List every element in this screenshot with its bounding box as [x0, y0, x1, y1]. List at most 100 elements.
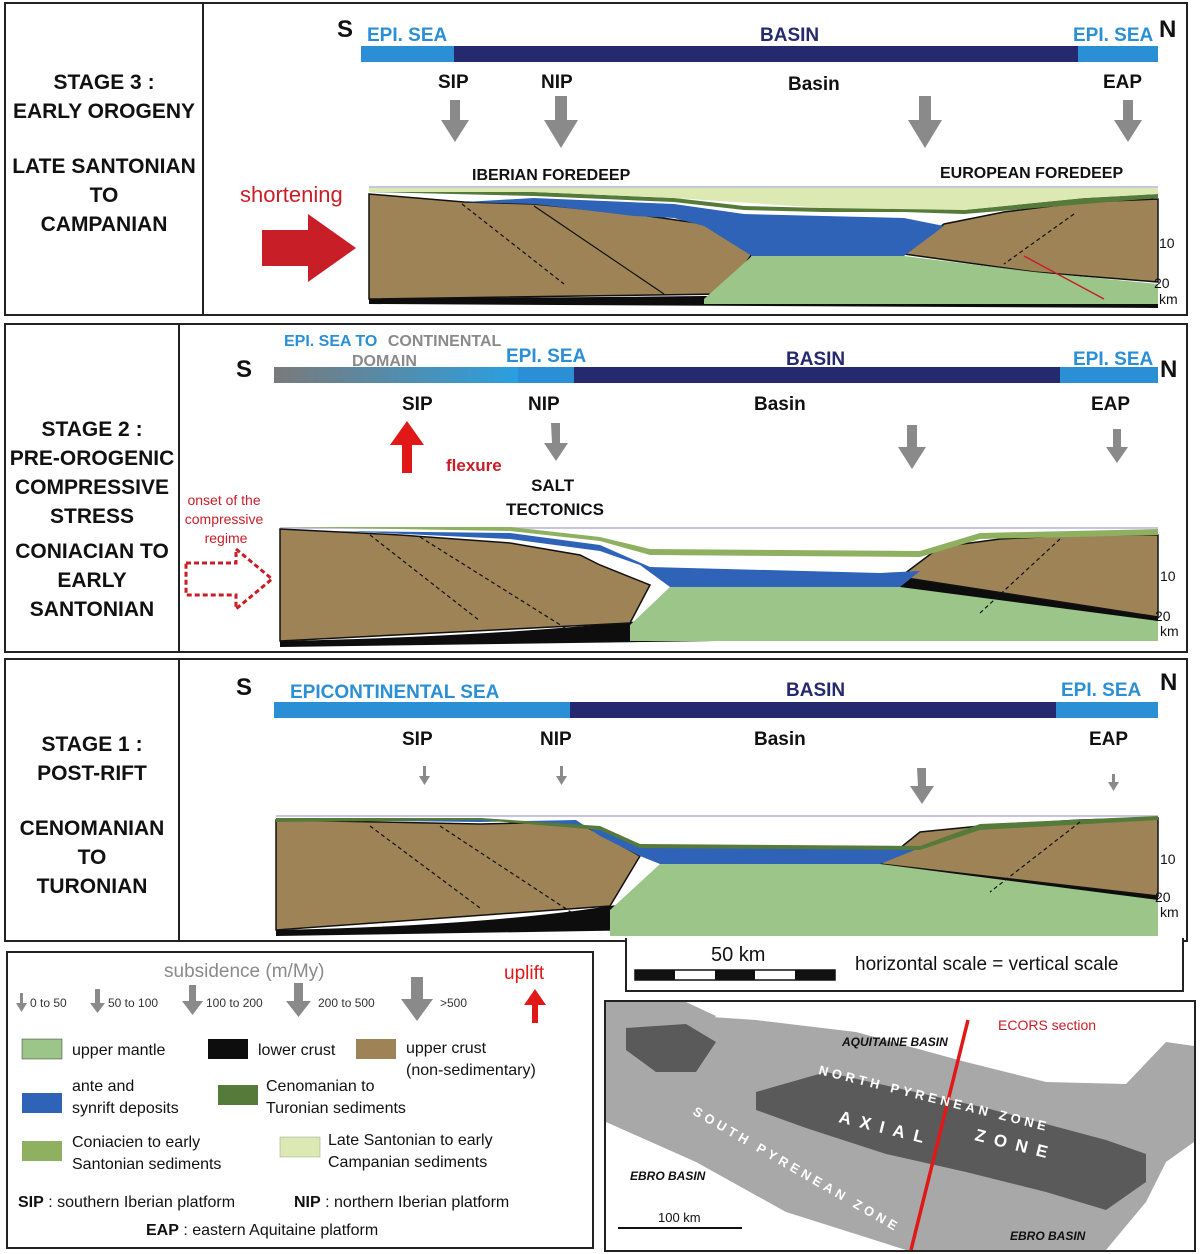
- stage2-bar-left2-label: EPI. SEA: [506, 346, 587, 367]
- stage1-title-1: STAGE 1 :: [41, 733, 143, 756]
- stage3-dir-s: S: [337, 16, 353, 43]
- stage3-title-2: EARLY OROGENY: [12, 100, 196, 123]
- stage2-onset-3: regime: [205, 530, 248, 546]
- stage3-nip-arrow-icon: [544, 96, 578, 148]
- legend-swatch-ceno: [218, 1085, 258, 1105]
- stage1-ceno-sediments: [276, 816, 1158, 850]
- stage3-late-sediments: [369, 188, 1158, 210]
- stage3-fault-2: [533, 205, 665, 295]
- stage3-bar-right-label: EPI. SEA: [1073, 25, 1154, 46]
- stage1-fault-3: [989, 821, 1081, 893]
- legend-unit-late-1: Late Santonian to early: [328, 1132, 493, 1149]
- stage1-bar-left-label: EPICONTINENTAL SEA: [290, 682, 500, 703]
- stage1-synrift: [310, 818, 920, 864]
- stage1-basin-label: Basin: [754, 729, 806, 750]
- stage2-fault-2: [419, 536, 571, 632]
- svg-text:SALT TECTONICS: SALT TECTONICS: [506, 476, 604, 519]
- stage3-synrift: [464, 198, 944, 256]
- map-ebro-left-label: EBRO BASIN: [630, 1169, 706, 1183]
- svg-text:Late Santonian to early: Late Santonian to early Campanian sedime…: [328, 1132, 497, 1171]
- stage2-salt-2: TECTONICS: [506, 500, 604, 519]
- stage1-bar-right-label: EPI. SEA: [1061, 680, 1142, 701]
- stage3-age-1: LATE SANTONIAN: [12, 155, 196, 178]
- stage1-age-3: TURONIAN: [36, 875, 148, 898]
- legend-arrow-3-label: 100 to 200: [206, 996, 263, 1010]
- stage3-title-1: STAGE 3 :: [53, 71, 155, 94]
- stage3-sip-label: SIP: [438, 72, 469, 93]
- stage2-bar-right: [1060, 367, 1158, 383]
- stage3-depth-unit: km: [1159, 291, 1178, 307]
- stage3-foredeep-left: IBERIAN FOREDEEP: [472, 167, 631, 184]
- stage2-synrift: [340, 531, 920, 587]
- stage2-cross-section: S N EPI. SEA TO CONTINENTAL DOMAIN EPI. …: [184, 333, 1179, 647]
- legend-box: subsidence (m/My) uplift 0 to 50 50 to 1…: [6, 951, 594, 1249]
- legend-unit-ceno-2: Turonian sediments: [266, 1100, 406, 1117]
- svg-text:NIP : northern Iberian p: NIP : northern Iberian platform: [294, 1194, 509, 1211]
- stage3-eap-arrow-icon: [1114, 100, 1142, 142]
- stage2-eap-label: EAP: [1091, 394, 1130, 415]
- stage1-nip-label: NIP: [540, 729, 572, 750]
- stage3-foredeep-right: EUROPEAN FOREDEEP: [940, 165, 1123, 182]
- stage1-sip-arrow-icon: [419, 766, 430, 785]
- stage2-flexure-arrow-icon: [390, 421, 424, 473]
- stage2-conia-sediments: [280, 527, 1158, 557]
- svg-text:EAP : eastern Aquitaine: EAP : eastern Aquitaine platform: [146, 1222, 378, 1239]
- stage2-title-1: STAGE 2 :: [41, 418, 143, 441]
- legend-unit-synrift-2: synrift deposits: [72, 1100, 179, 1117]
- legend-swatch-upper-crust: [356, 1039, 396, 1059]
- map-ebro-right-label: EBRO BASIN: [1010, 1229, 1086, 1243]
- stage2-depth-unit: km: [1160, 623, 1179, 639]
- stage1-dir-n: N: [1160, 669, 1177, 696]
- stage3-basin-label: Basin: [788, 74, 840, 95]
- legend-arrow-5-label: >500: [440, 996, 467, 1010]
- stage3-bar-left: [361, 46, 454, 62]
- legend-abbrev-nip-key: NIP: [294, 1194, 321, 1211]
- stage2-mantle: [630, 587, 1158, 641]
- svg-text:onset of the compressive: onset of the compressive regime: [185, 492, 267, 546]
- stage3-cross-section: S N EPI. SEA BASIN EPI. SEA SIP NIP Basi…: [240, 16, 1178, 308]
- legend-swatch-mantle: [21, 1038, 63, 1060]
- stage2-onset-arrow-icon: [184, 545, 275, 613]
- stage1-bar-right: [1056, 702, 1158, 718]
- stage2-fault-1: [369, 534, 481, 622]
- legend-abbrev-sip-text: : southern Iberian platform: [48, 1194, 235, 1211]
- map-western-massif: [626, 1024, 716, 1072]
- map-svg: ECORS section AQUITAINE BASIN EBRO BASIN…: [606, 1002, 1194, 1250]
- map-axial-zone: [756, 1072, 1146, 1210]
- legend-arrow-4-label: 200 to 500: [318, 996, 375, 1010]
- svg-text:EPI. SEA TO CONTINENTAL: EPI. SEA TO CONTINENTAL DOMAIN: [284, 333, 505, 370]
- legend-subsidence-title: subsidence (m/My): [164, 961, 325, 982]
- stage2-onset-2: compressive: [185, 511, 264, 527]
- stage1-label-column: STAGE 1 : POST-RIFT CENOMANIAN TO TURONI…: [6, 660, 180, 940]
- stage1-depth-10: 10: [1160, 851, 1176, 867]
- stage2-nip-arrow-icon: [544, 423, 568, 461]
- stage1-mantle: [610, 864, 1158, 936]
- legend-abbrev-eap-key: EAP: [146, 1222, 179, 1239]
- legend-uplift-arrow-icon: [524, 989, 546, 1023]
- stage3-shortening-arrow-icon: [262, 214, 356, 282]
- stage3-basin-arrow-icon: [908, 96, 942, 148]
- scale-note: horizontal scale = vertical scale: [855, 954, 1119, 975]
- stage3-fault-4: [1003, 213, 1075, 265]
- stage2-onset-1: onset of the: [187, 492, 260, 508]
- scale-seg-3: [795, 970, 835, 980]
- stage2-title-4: STRESS: [49, 505, 135, 528]
- legend-uplift-title: uplift: [504, 963, 545, 984]
- stage2-flexure-label: flexure: [446, 456, 502, 475]
- legend-arrow-2-icon: [90, 989, 105, 1013]
- legend-abbrev-nip-text: : northern Iberian platform: [325, 1194, 509, 1211]
- stage1-depth-20: 20: [1155, 889, 1171, 905]
- stage3-bar-mid-label: BASIN: [760, 25, 819, 46]
- stage3-fault-3: [1023, 255, 1105, 300]
- stage3-nip-label: NIP: [541, 72, 573, 93]
- stage1-age-1: CENOMANIAN: [19, 817, 165, 840]
- legend-unit-late-2: Campanian sediments: [328, 1154, 487, 1171]
- legend-arrow-3-icon: [182, 985, 203, 1015]
- stage1-cross-section: S N EPICONTINENTAL SEA BASIN EPI. SEA SI…: [236, 669, 1179, 936]
- stage1-title-2: POST-RIFT: [37, 762, 147, 785]
- legend-unit-upper-crust-2: (non-sedimentary): [406, 1062, 536, 1079]
- stage1-dir-s: S: [236, 674, 252, 701]
- stage3-age-3: CAMPANIAN: [40, 213, 168, 236]
- svg-text:upper crust (non-sedimen: upper crust (non-sedimentary): [406, 1040, 536, 1079]
- scale-seg-1: [635, 970, 675, 980]
